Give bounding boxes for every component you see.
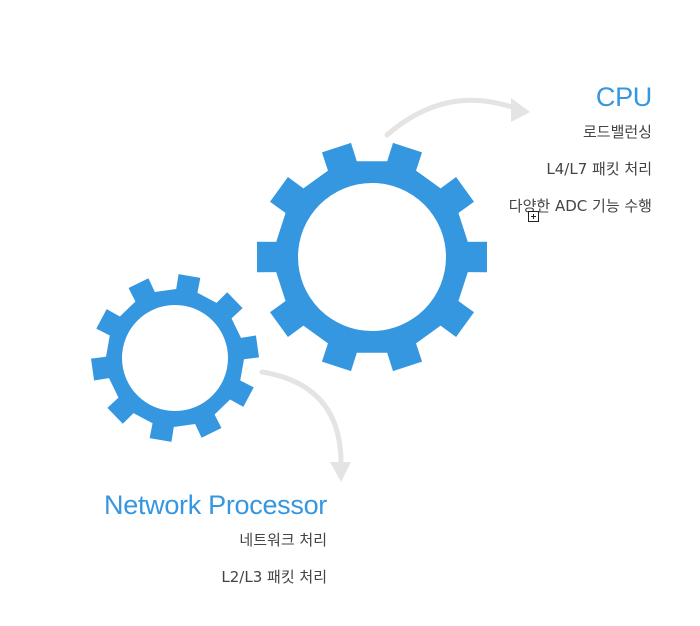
cpu-item-adc: 다양한 ADC 기능 수행 xyxy=(508,197,652,215)
arrow-to-cpu-head xyxy=(511,98,530,122)
cpu-block: CPU 로드밸런싱 L4/L7 패킷 처리 다양한 ADC 기능 수행 xyxy=(508,82,653,236)
cpu-item-l4l7: L4/L7 패킷 처리 xyxy=(546,160,652,178)
np-item-l2l3: L2/L3 패킷 처리 xyxy=(221,568,327,586)
network-processor-block: Network Processor 네트워크 처리 L2/L3 패킷 처리 xyxy=(104,492,327,607)
network-processor-title: Network Processor xyxy=(104,490,327,520)
arrow-to-np-head xyxy=(330,462,351,482)
cpu-title: CPU xyxy=(595,82,652,112)
large-gear-icon xyxy=(257,142,487,372)
arrow-to-cpu xyxy=(384,97,528,138)
cpu-item-load-balancing: 로드밸런싱 xyxy=(582,123,652,141)
arrow-to-np xyxy=(259,369,344,468)
np-item-network: 네트워크 처리 xyxy=(239,531,327,549)
small-gear-icon xyxy=(91,274,259,442)
expand-plus-icon[interactable] xyxy=(528,211,539,222)
